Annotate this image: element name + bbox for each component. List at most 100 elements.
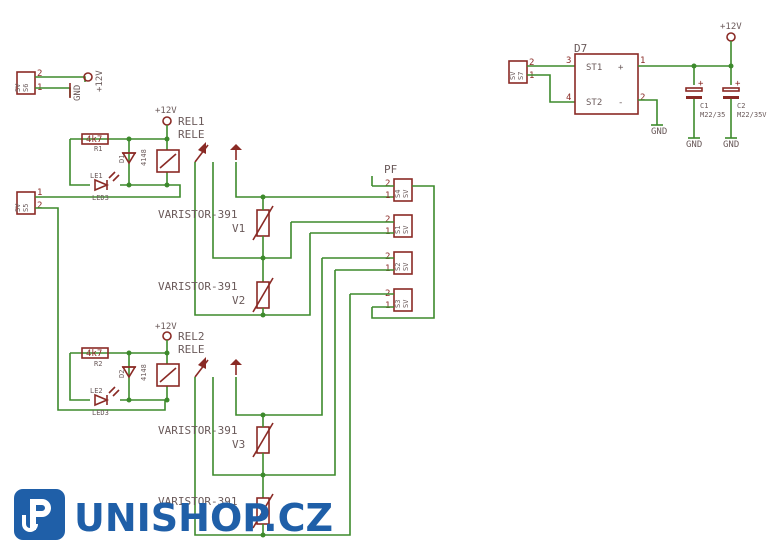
diode-d1: D1 4148 <box>118 149 148 166</box>
supply-plus12v-rel2: +12V <box>155 322 177 341</box>
svg-text:2: 2 <box>385 252 390 262</box>
svg-text:2: 2 <box>385 179 390 189</box>
svg-text:+12V: +12V <box>155 106 177 116</box>
svg-text:V2: V2 <box>232 294 245 307</box>
varistor-v1: VARISTOR-391 V1 <box>158 205 274 241</box>
resistor-r2: 4k7 R2 <box>81 347 109 368</box>
svg-text:LE2: LE2 <box>90 387 103 395</box>
svg-text:SV: SV <box>402 299 410 308</box>
relay2-value: RELE <box>178 343 205 356</box>
svg-text:S1: S1 <box>394 226 402 234</box>
svg-text:D1: D1 <box>118 155 126 163</box>
svg-text:S6: S6 <box>22 84 30 92</box>
svg-text:C1: C1 <box>700 102 708 110</box>
svg-text:LE1: LE1 <box>90 172 103 180</box>
relay1-value: RELE <box>178 128 205 141</box>
svg-text:ST2: ST2 <box>586 98 602 108</box>
svg-text:1: 1 <box>385 191 390 201</box>
svg-text:V3: V3 <box>232 438 245 451</box>
svg-text:2: 2 <box>529 58 534 68</box>
varistor-v2: VARISTOR-391 V2 <box>158 277 274 313</box>
brand-logo: UNISHOP.CZ <box>14 489 333 540</box>
brand-name: UNISHOP.CZ <box>74 496 333 540</box>
svg-text:1: 1 <box>385 264 390 274</box>
svg-text:S3: S3 <box>394 300 402 308</box>
svg-text:1: 1 <box>37 188 42 198</box>
relay2-name: REL2 <box>178 330 205 343</box>
svg-text:GND: GND <box>73 85 83 101</box>
svg-text:SV: SV <box>402 262 410 271</box>
relay1-coil <box>156 149 180 173</box>
svg-text:-: - <box>618 98 623 108</box>
svg-text:4k7: 4k7 <box>86 135 102 145</box>
svg-text:S5: S5 <box>22 204 30 212</box>
svg-text:4: 4 <box>566 93 571 103</box>
svg-text:2: 2 <box>37 201 42 211</box>
relay1-name: REL1 <box>178 115 205 128</box>
svg-text:+: + <box>698 79 704 89</box>
svg-text:GND: GND <box>723 140 739 150</box>
svg-text:C2: C2 <box>737 102 745 110</box>
svg-text:VARISTOR-391: VARISTOR-391 <box>158 424 237 437</box>
svg-text:VARISTOR-391: VARISTOR-391 <box>158 495 237 508</box>
svg-text:VARISTOR-391: VARISTOR-391 <box>158 208 237 221</box>
diode-d2: D2 4148 <box>118 364 148 381</box>
svg-text:2: 2 <box>640 93 645 103</box>
svg-text:2: 2 <box>37 69 42 79</box>
varistor-v3: VARISTOR-391 V3 <box>158 422 274 458</box>
supply-plus12v-a: +12V <box>83 70 105 92</box>
svg-text:VARISTOR-391: VARISTOR-391 <box>158 280 237 293</box>
connector-s1: S1 SV 2 1 <box>385 214 413 238</box>
svg-text:2: 2 <box>385 215 390 225</box>
svg-text:ST1: ST1 <box>586 63 602 73</box>
relay1-contacts <box>194 142 242 163</box>
svg-text:SV: SV <box>402 225 410 234</box>
svg-text:+12V: +12V <box>95 70 105 92</box>
led-le1: LE1 LED3 <box>90 171 120 202</box>
svg-text:GND: GND <box>651 127 667 137</box>
varistor-v4: VARISTOR-391 <box>158 493 274 529</box>
svg-text:D7: D7 <box>574 42 587 55</box>
svg-text:LED3: LED3 <box>92 409 109 417</box>
resistor-r1: 4k7 R1 <box>81 133 109 153</box>
supply-plus12v-rel1: +12V <box>155 106 177 126</box>
connector-s5: SV S5 1 2 <box>14 188 42 215</box>
svg-text:+12V: +12V <box>720 22 742 32</box>
svg-text:R2: R2 <box>94 360 102 368</box>
led-le2: LE2 LED3 <box>90 386 120 417</box>
svg-text:LED3: LED3 <box>92 194 109 202</box>
svg-text:+: + <box>735 79 741 89</box>
svg-text:R1: R1 <box>94 145 102 153</box>
svg-text:1: 1 <box>385 227 390 237</box>
svg-text:SV: SV <box>14 83 22 92</box>
svg-text:GND: GND <box>686 140 702 150</box>
svg-text:1: 1 <box>529 71 534 81</box>
svg-text:S2: S2 <box>394 263 402 271</box>
capacitor-c2: + C2 M22/35V <box>722 79 767 119</box>
svg-text:S7: S7 <box>517 72 525 80</box>
svg-text:SV: SV <box>14 203 22 212</box>
capacitor-c1: + C1 M22/35 <box>685 79 725 119</box>
svg-text:M22/35V: M22/35V <box>737 111 767 119</box>
connector-s2: S2 SV 2 1 <box>385 251 413 275</box>
connector-s6: SV S6 2 1 <box>14 69 42 95</box>
ground-rectifier: GND <box>651 124 667 137</box>
svg-text:+: + <box>618 63 624 73</box>
ground-c2: GND <box>723 137 739 150</box>
relay2-contacts <box>194 357 242 378</box>
svg-text:4148: 4148 <box>140 149 148 166</box>
svg-text:4k7: 4k7 <box>86 349 102 359</box>
svg-text:1: 1 <box>385 301 390 311</box>
bridge-rectifier-d7: D7 ST1 ST2 + - 3 4 1 2 <box>566 42 645 115</box>
svg-text:3: 3 <box>566 56 571 66</box>
ground-symbol-a: GND <box>69 83 83 101</box>
pf-label: PF <box>384 163 397 176</box>
svg-text:+12V: +12V <box>155 322 177 332</box>
svg-text:S4: S4 <box>394 190 402 198</box>
logo-mark-icon <box>22 499 51 532</box>
svg-text:M22/35: M22/35 <box>700 111 725 119</box>
supply-plus12v-top: +12V <box>720 22 742 42</box>
svg-text:SV: SV <box>402 189 410 198</box>
ground-c1: GND <box>686 137 702 150</box>
